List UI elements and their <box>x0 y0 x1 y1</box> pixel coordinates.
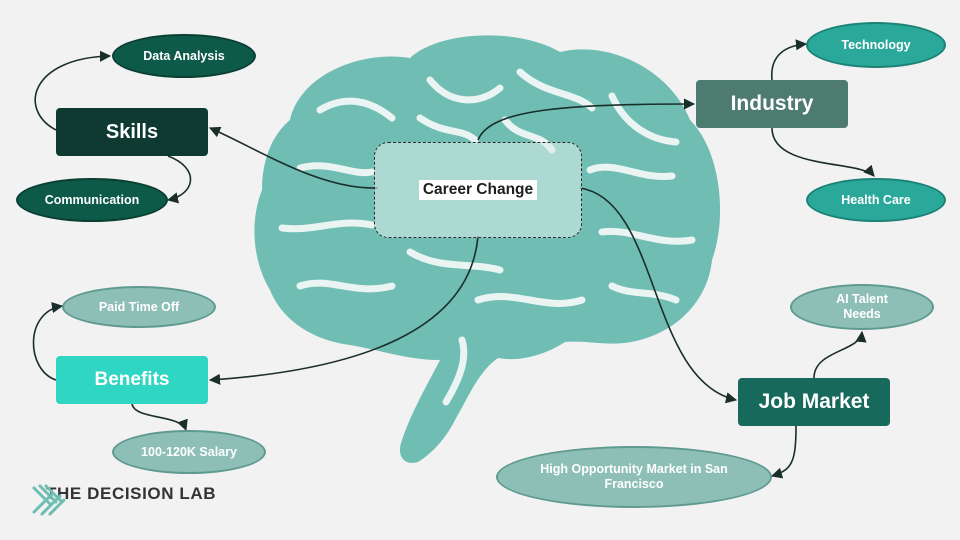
arrow-center-to-benefits <box>208 235 479 385</box>
arrow-industry-to-technology <box>771 39 808 81</box>
item-oval-high-opportunity-market: High Opportunity Market in San Francisco <box>496 446 772 508</box>
arrow-skills-to-communication <box>166 155 192 204</box>
arrow-skills-to-data-analysis <box>34 50 112 131</box>
data-analysis-label: Data Analysis <box>143 48 225 63</box>
decision-lab-logo-icon <box>32 484 66 516</box>
item-oval-communication: Communication <box>16 178 168 222</box>
brain-illustration <box>254 35 721 463</box>
industry-label: Industry <box>730 92 814 115</box>
arrow-job-market-to-high-opportunity <box>770 425 797 479</box>
benefits-label: Benefits <box>94 369 170 390</box>
paid-time-off-label: Paid Time Off <box>98 299 180 314</box>
item-oval-technology: Technology <box>806 22 946 68</box>
item-oval-ai-talent-needs: AI Talent Needs <box>790 284 934 330</box>
ai-talent-label: AI Talent Needs <box>836 292 888 321</box>
communication-label: Communication <box>44 192 140 207</box>
health-care-label: Health Care <box>841 192 911 207</box>
arrow-benefits-to-paid-time-off <box>32 302 64 381</box>
category-box-skills: Skills <box>56 108 208 156</box>
high-opportunity-label: High Opportunity Market in San Francisco <box>540 462 728 491</box>
center-node-label: Career Change <box>418 180 538 200</box>
item-oval-salary: 100-120K Salary <box>112 430 266 474</box>
arrow-center-to-industry <box>477 98 696 141</box>
arrow-benefits-to-salary <box>131 403 188 432</box>
category-box-benefits: Benefits <box>56 356 208 404</box>
arrow-industry-to-health-care <box>771 127 875 177</box>
item-oval-data-analysis: Data Analysis <box>112 34 256 78</box>
brand-name: THE DECISION LAB <box>46 484 217 503</box>
category-box-industry: Industry <box>696 80 848 128</box>
center-node-career-change: Career Change <box>374 142 582 238</box>
item-oval-paid-time-off: Paid Time Off <box>62 286 216 328</box>
job-market-label: Job Market <box>758 390 870 413</box>
item-oval-health-care: Health Care <box>806 178 946 222</box>
brand-logo: THE DECISION LAB <box>30 484 217 516</box>
arrow-job-market-to-ai-talent <box>813 330 867 379</box>
arrow-center-to-job-market <box>579 187 738 404</box>
salary-label: 100-120K Salary <box>141 444 237 459</box>
connector-arrows <box>32 39 875 479</box>
skills-label: Skills <box>105 120 159 143</box>
technology-label: Technology <box>841 37 911 52</box>
category-box-job-market: Job Market <box>738 378 890 426</box>
arrow-center-to-skills <box>208 126 379 189</box>
